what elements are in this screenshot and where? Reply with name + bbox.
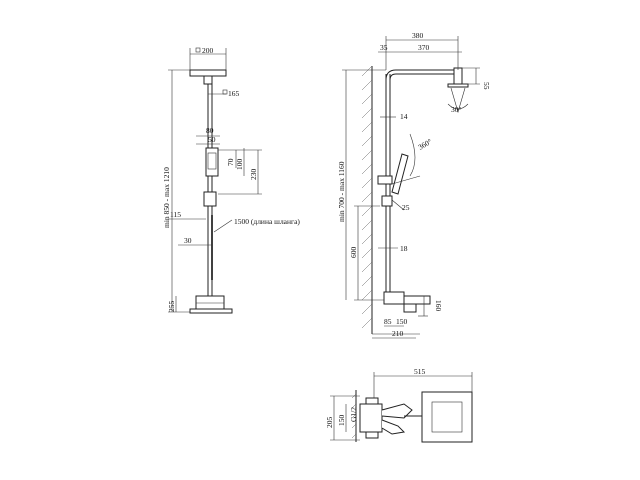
front-dim-200: 200 xyxy=(202,46,214,55)
side-dim-600: 600 xyxy=(349,247,358,259)
top-dim-515: 515 xyxy=(414,367,426,376)
side-dim-18: 18 xyxy=(400,244,408,253)
top-shower-head xyxy=(421,391,473,443)
side-height-range: min 700 - max 1160 xyxy=(337,161,346,222)
side-dim-370: 370 xyxy=(418,43,430,52)
top-dim-g12: G1/2 xyxy=(349,407,358,422)
side-dim-380: 380 xyxy=(412,31,424,40)
side-dim-14: 14 xyxy=(400,112,408,121)
front-dim-230: 230 xyxy=(249,169,258,181)
side-angle-360: 360° xyxy=(417,137,434,152)
side-dim-55: 55 xyxy=(482,82,491,90)
side-dim-160: 160 xyxy=(434,300,443,312)
top-view: 515 205 150 G1/2 xyxy=(325,367,473,443)
front-height-range: min 850 - max 1210 xyxy=(162,167,171,228)
front-dim-115: 115 xyxy=(170,210,181,219)
side-dim-35: 35 xyxy=(380,43,388,52)
front-dim-70: 70 xyxy=(226,158,235,166)
side-hand-shower xyxy=(391,153,409,195)
front-view: 200 165 80 50 70 100 230 115 30 min 850 … xyxy=(162,46,300,314)
side-angle-30: 30° xyxy=(451,105,462,114)
front-dim-255: 255 xyxy=(167,301,176,313)
top-mixer xyxy=(359,403,383,433)
side-dim-85: 85 xyxy=(384,317,392,326)
side-wall-hatch xyxy=(361,65,373,334)
front-dim-165: 165 xyxy=(228,89,240,98)
side-view: 380 35 370 55 30° 14 360° 25 18 600 min … xyxy=(337,31,491,339)
front-dim-30: 30 xyxy=(184,236,192,245)
front-dim-50: 50 xyxy=(208,135,216,144)
side-dim-25: 25 xyxy=(402,203,410,212)
front-shower-head xyxy=(189,69,227,77)
top-dim-205: 205 xyxy=(325,417,334,429)
front-dim-80: 80 xyxy=(206,126,214,135)
top-dim-150: 150 xyxy=(337,415,346,427)
side-mixer xyxy=(383,291,405,305)
front-hose-note: 1500 (длина шланга) xyxy=(234,217,300,226)
side-dim-150: 150 xyxy=(396,317,408,326)
front-dim-100: 100 xyxy=(235,159,244,171)
side-dim-210: 210 xyxy=(392,329,404,338)
side-shower-head xyxy=(453,67,463,85)
